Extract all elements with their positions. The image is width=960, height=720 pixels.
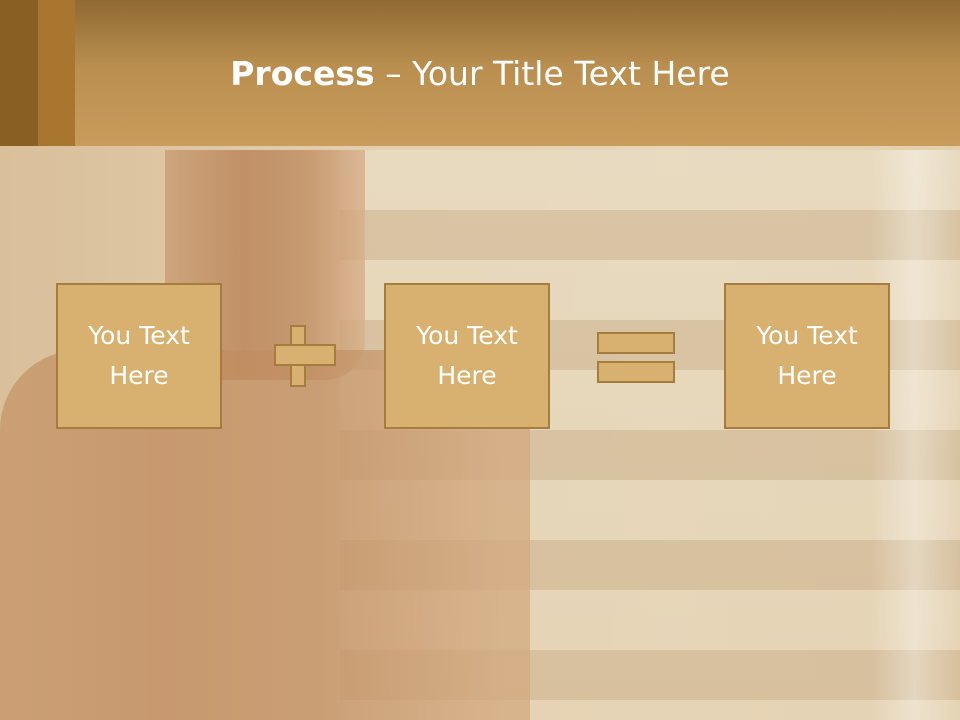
plus-icon-center: [292, 346, 304, 364]
title-rest-text: – Your Title Text Here: [374, 54, 730, 93]
process-box-1-line1: You Text: [88, 321, 190, 350]
process-box-2-text: You Text Here: [397, 316, 537, 396]
process-box-3-line1: You Text: [756, 321, 858, 350]
process-box-3[interactable]: You Text Here: [724, 283, 890, 429]
equals-icon-bottom-bar: [597, 361, 675, 383]
process-box-2[interactable]: You Text Here: [384, 283, 550, 429]
title-bar-accent-dark: [0, 0, 38, 146]
title-bold-text: Process: [230, 54, 375, 93]
background-flask: [870, 150, 960, 720]
process-box-2-line1: You Text: [416, 321, 518, 350]
process-box-1[interactable]: You Text Here: [56, 283, 222, 429]
process-box-1-line2: Here: [109, 361, 169, 390]
plus-icon-horizontal: [274, 344, 336, 366]
title-bar-accent-light: [38, 0, 75, 146]
process-box-2-line2: Here: [437, 361, 497, 390]
process-box-3-text: You Text Here: [737, 316, 877, 396]
equals-icon-top-bar: [597, 332, 675, 354]
process-box-3-line2: Here: [777, 361, 837, 390]
title-bar: Process – Your Title Text Here: [0, 0, 960, 146]
slide-title[interactable]: Process – Your Title Text Here: [75, 50, 885, 98]
process-box-1-text: You Text Here: [69, 316, 209, 396]
background-bottle: [0, 150, 535, 720]
